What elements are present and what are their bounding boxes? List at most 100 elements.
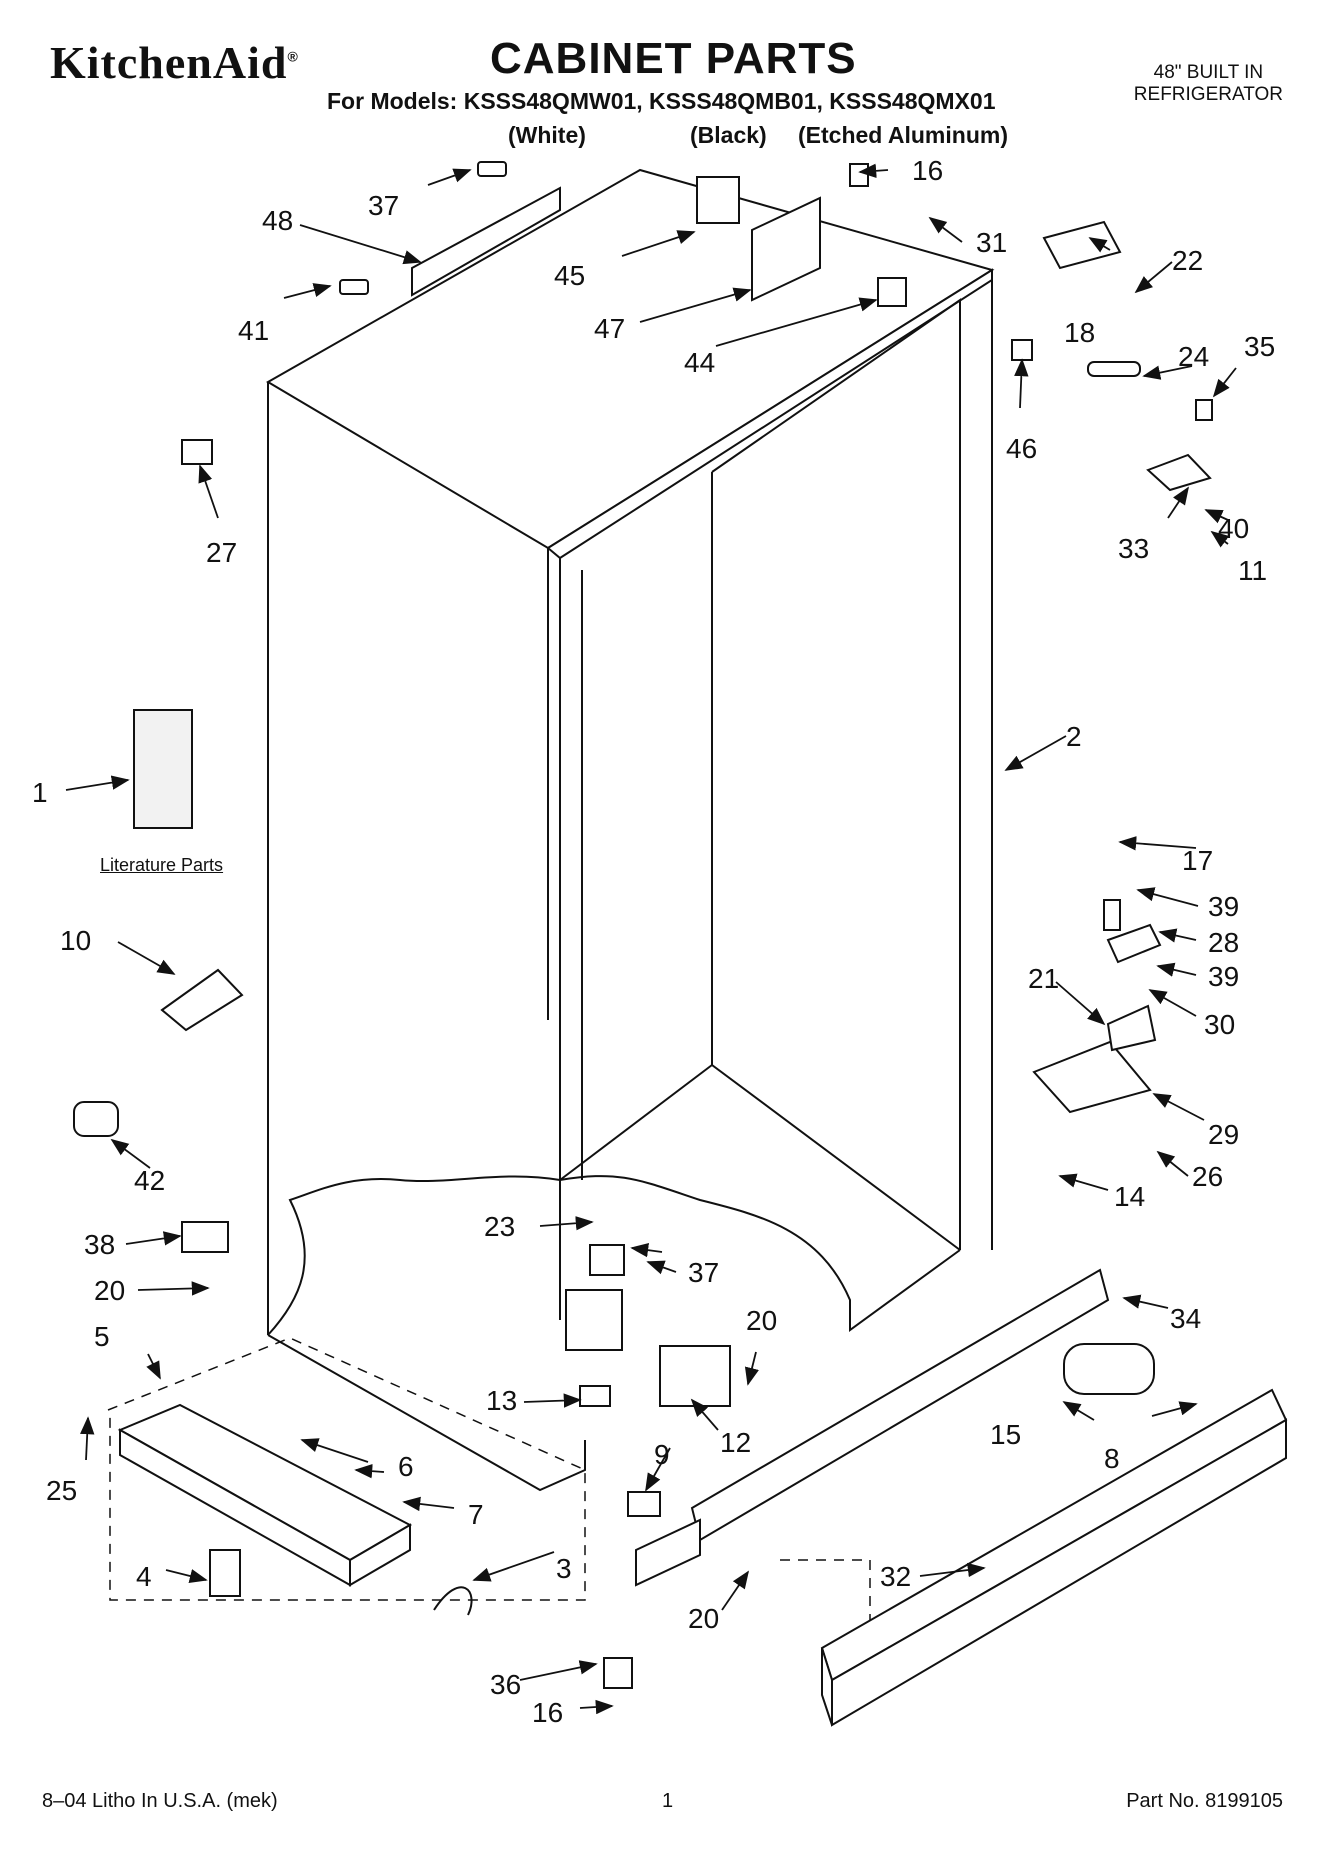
pin-17 — [1103, 899, 1121, 931]
callout-26: 26 — [1192, 1161, 1223, 1192]
top-brackets — [411, 176, 1122, 307]
callout-1: 1 — [32, 777, 48, 808]
variant-white: (White) — [508, 122, 586, 148]
callout-20a: 20 — [94, 1275, 125, 1306]
part-18-hinge — [1042, 220, 1122, 270]
part-48-bracket — [411, 186, 561, 297]
callout-39a: 39 — [1208, 891, 1239, 922]
clip-27 — [181, 439, 213, 465]
callout-13: 13 — [486, 1385, 517, 1416]
bracket-36 — [603, 1657, 633, 1689]
variant-black: (Black) — [690, 122, 767, 148]
callout-45: 45 — [554, 260, 585, 291]
part-13-clip — [579, 1385, 611, 1407]
callout-3: 3 — [556, 1553, 572, 1584]
callout-12: 12 — [720, 1427, 751, 1458]
base-rail-5 — [117, 1403, 413, 1587]
callout-28: 28 — [1208, 927, 1239, 958]
bracket-33 — [1146, 453, 1212, 492]
callout-47: 47 — [594, 313, 625, 344]
part-44-block — [877, 277, 907, 307]
callout-21: 21 — [1028, 963, 1059, 994]
dashed-group-outline — [107, 1337, 871, 1620]
grille-34 — [635, 1268, 1110, 1587]
clip-23 — [589, 1244, 625, 1276]
callout-38: 38 — [84, 1229, 115, 1260]
callout-15: 15 — [990, 1419, 1021, 1450]
callout-9: 9 — [654, 1439, 670, 1470]
screw-37-top — [477, 161, 507, 177]
callout-14: 14 — [1114, 1181, 1145, 1212]
footer-page-number: 1 — [662, 1790, 674, 1812]
callout-22: 22 — [1172, 245, 1203, 276]
callout-10: 10 — [60, 925, 91, 956]
callout-11: 11 — [1238, 555, 1267, 586]
callout-31: 31 — [976, 227, 1007, 258]
callout-8: 8 — [1104, 1443, 1120, 1474]
callout-16b: 16 — [532, 1697, 563, 1728]
registered-mark: ® — [287, 48, 299, 65]
callout-25: 25 — [46, 1475, 77, 1506]
callout-36: 36 — [490, 1669, 521, 1700]
page-title: CABINET PARTS — [490, 34, 857, 83]
part-3-hose — [433, 1586, 473, 1616]
literature-1 — [133, 709, 193, 829]
part-10-holder — [160, 968, 244, 1032]
callout-20b: 20 — [746, 1305, 777, 1336]
hardware — [73, 161, 1213, 1689]
brand-name: KitchenAid — [50, 37, 288, 88]
part-15-cylinder — [1063, 1343, 1155, 1395]
toe-plate-32 — [820, 1388, 1288, 1727]
callout-34: 34 — [1170, 1303, 1201, 1334]
part-47-plate — [751, 196, 821, 302]
callout-18: 18 — [1064, 317, 1095, 348]
callout-23: 23 — [484, 1211, 515, 1242]
cabinet-shell — [266, 168, 995, 1492]
callout-29: 29 — [1208, 1119, 1239, 1150]
part-45-housing — [696, 176, 740, 224]
bracket-38 — [181, 1221, 229, 1253]
callout-4: 4 — [136, 1561, 152, 1592]
callout-33: 33 — [1118, 533, 1149, 564]
screw-35 — [1195, 399, 1213, 421]
part-42-plug — [73, 1101, 119, 1137]
callout-32: 32 — [880, 1561, 911, 1592]
brand-logo: KitchenAid® — [50, 36, 299, 89]
screw-16-top — [849, 163, 869, 187]
callout-37b: 37 — [688, 1257, 719, 1288]
callout-5: 5 — [94, 1321, 110, 1352]
models-line: For Models: KSSS48QMW01, KSSS48QMB01, KS… — [327, 88, 996, 114]
callout-30: 30 — [1204, 1009, 1235, 1040]
variant-etched-aluminum: (Etched Aluminum) — [798, 122, 1008, 148]
screw-41 — [339, 279, 369, 295]
callout-41: 41 — [238, 315, 269, 346]
callout-17: 17 — [1182, 845, 1213, 876]
callout-6: 6 — [398, 1451, 414, 1482]
callout-numbers: 37 48 41 45 47 44 16 31 18 22 46 24 35 3… — [32, 155, 1275, 1728]
callout-27: 27 — [206, 537, 237, 568]
callout-48: 48 — [262, 205, 293, 236]
callout-24: 24 — [1178, 341, 1209, 372]
callout-2: 2 — [1066, 721, 1082, 752]
callout-20c: 20 — [688, 1603, 719, 1634]
callout-16a: 16 — [912, 155, 943, 186]
fitting-assembly — [565, 1289, 623, 1351]
callout-40: 40 — [1218, 513, 1249, 544]
callout-35: 35 — [1244, 331, 1275, 362]
leader-lines — [65, 163, 1237, 1715]
part-9-clip — [627, 1491, 661, 1517]
callout-44: 44 — [684, 347, 715, 378]
product-type-line2: REFRIGERATOR — [1133, 84, 1283, 105]
product-type-line1: 48" BUILT IN — [1153, 62, 1264, 83]
spring-24 — [1087, 361, 1141, 377]
hinge-plate-29 — [1032, 1040, 1152, 1114]
bracket-21 — [1106, 1004, 1157, 1052]
callout-37a: 37 — [368, 190, 399, 221]
screw-46 — [1011, 339, 1033, 361]
callout-46: 46 — [1006, 433, 1037, 464]
footer-part-number: Part No. 8199105 — [1126, 1790, 1283, 1812]
footer-litho: 8–04 Litho In U.S.A. (mek) — [42, 1790, 278, 1812]
product-type: 48" BUILT IN REFRIGERATOR — [1134, 62, 1283, 106]
part-4-caster — [209, 1549, 241, 1597]
